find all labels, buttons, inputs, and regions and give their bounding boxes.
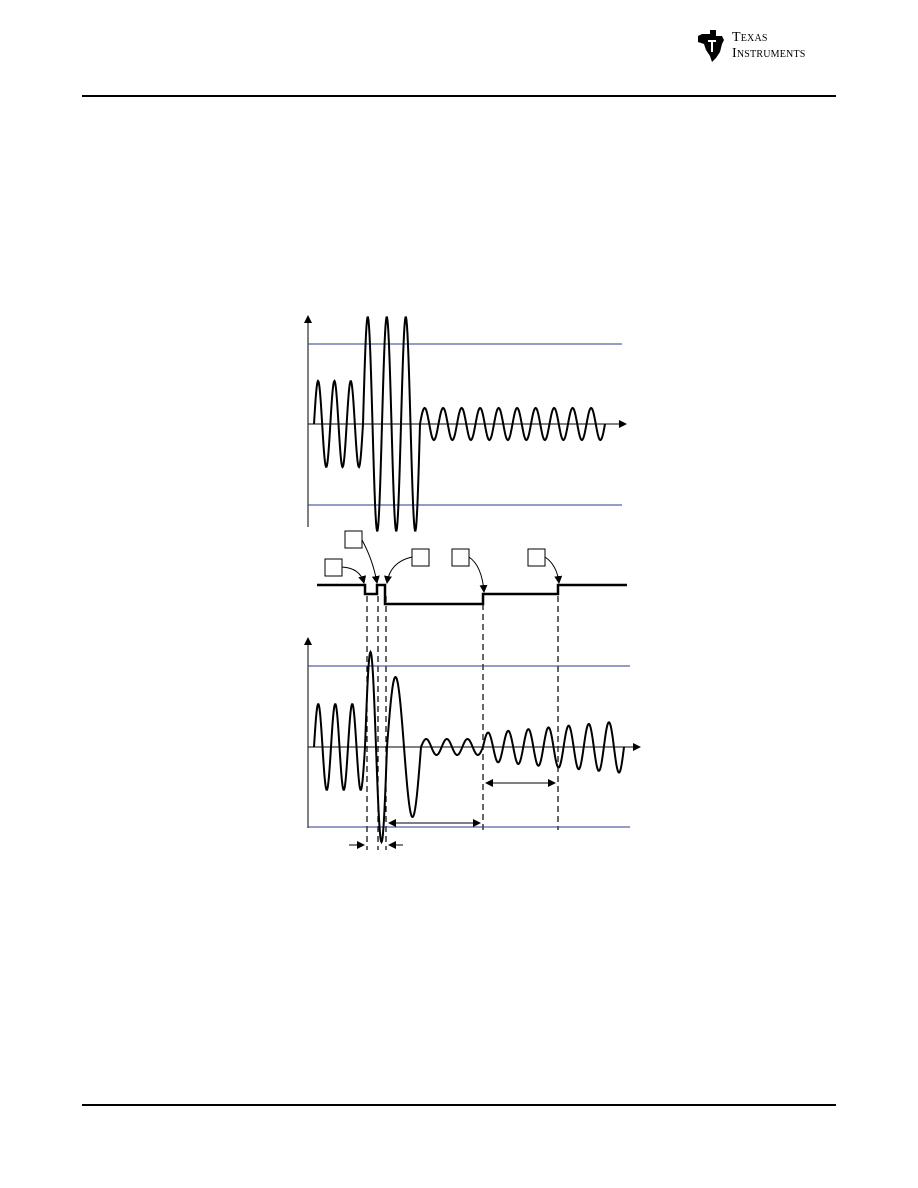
header-rule [82,95,836,97]
bottom-waveform-trace [313,649,625,845]
callout-arrow-3 [384,556,413,584]
callout-box-2 [344,530,363,549]
digital-signal-trace [317,583,627,606]
logo-text-instruments: Instruments [732,46,806,61]
timing-guides [366,596,559,850]
top-waveform-plot [304,315,627,532]
callout-arrow-1 [341,566,367,584]
bottom-waveform-plot [304,637,641,845]
texas-instruments-logo: Texas Instruments [696,28,846,68]
callout-box-1 [324,558,343,577]
callout-arrow-4 [468,556,488,593]
logo-text-texas: Texas [732,30,768,45]
callout-box-3 [411,548,430,567]
footer-rule [82,1104,836,1106]
callout-box-5 [527,548,546,567]
callout-box-4 [451,548,470,567]
ti-texas-logo-icon [698,30,724,62]
interval-markers [349,779,556,849]
callout-arrow-5 [544,556,563,584]
digital-signal [317,530,627,606]
callout-arrow-2 [361,539,380,584]
top-waveform-trace [313,316,606,532]
